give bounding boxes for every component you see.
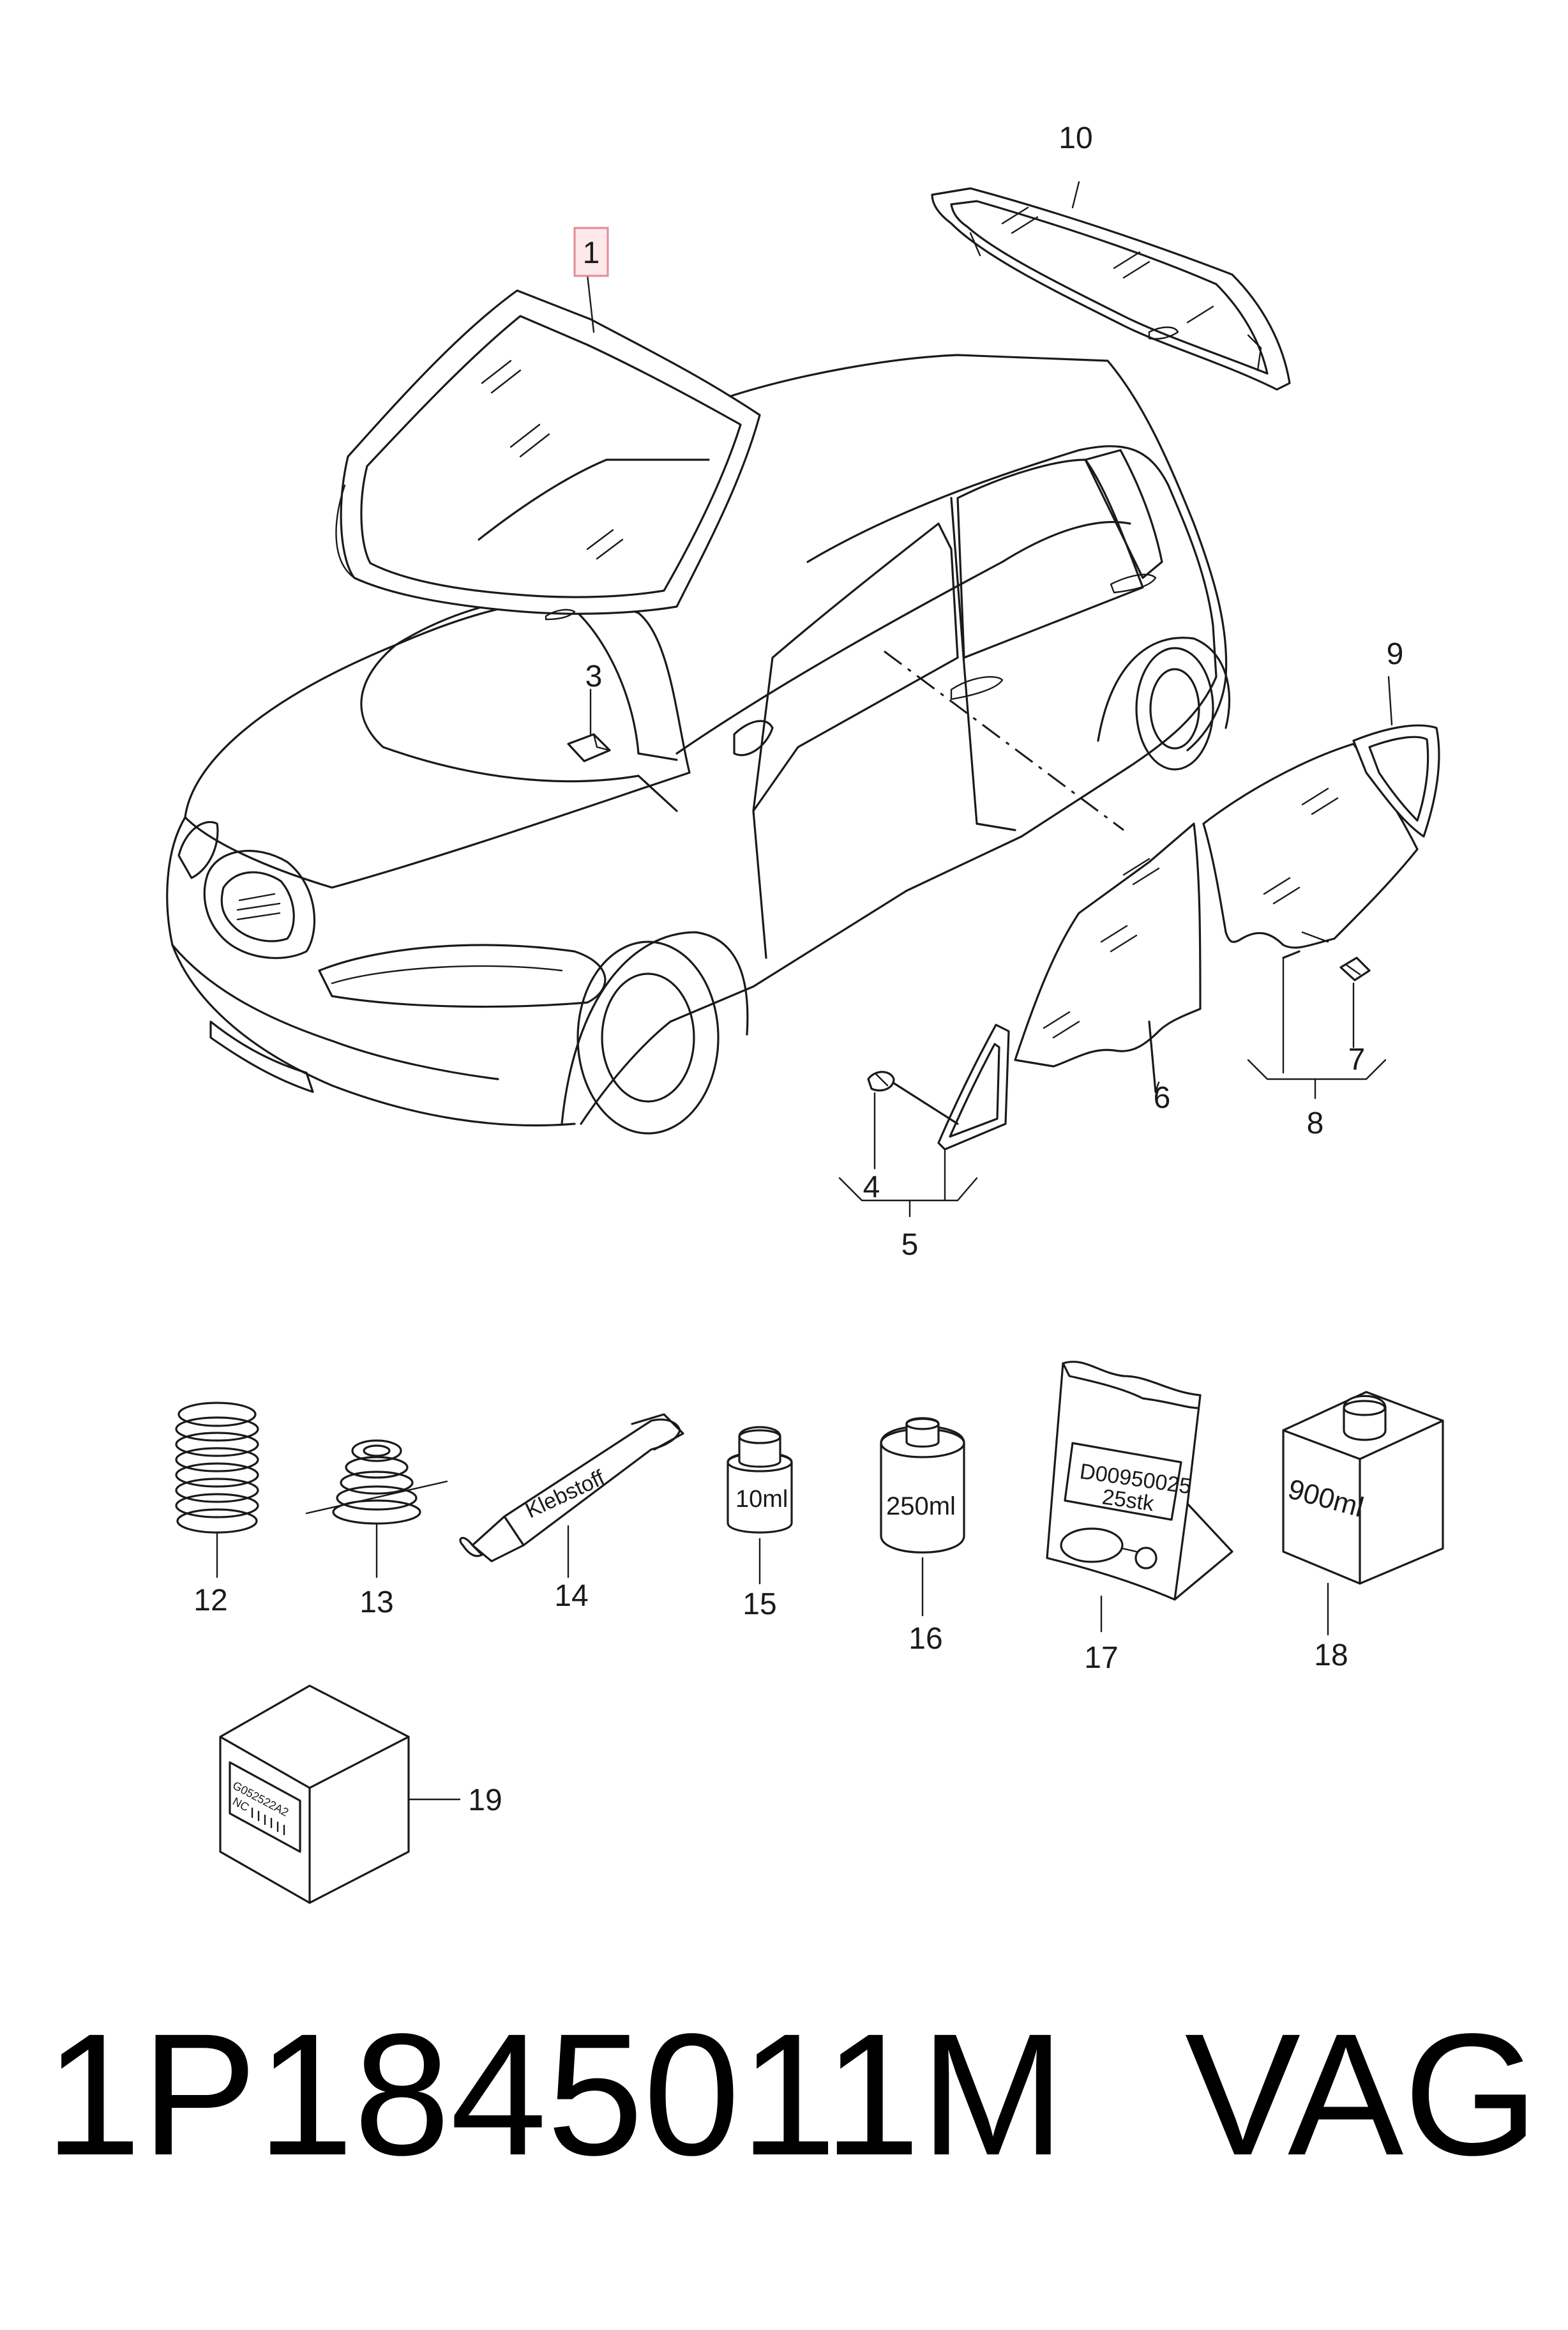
callout-labels: 1 3 4 5 6 7 8 9 10 12 13 14 15 16 17 18 … (193, 121, 1403, 1817)
can-label: 250ml (886, 1492, 956, 1520)
clip-part-4 (867, 1071, 895, 1092)
assembly-guide-line (884, 650, 1124, 831)
callout-15[interactable]: 15 (743, 1587, 776, 1621)
brand-name: VAG (1184, 1997, 1539, 2191)
front-door-glass-part-6 (1014, 822, 1202, 1093)
callout-3[interactable]: 3 (585, 660, 603, 693)
wire-coil-part-12 (175, 1402, 259, 1578)
quarter-glass-part-9 (1352, 724, 1440, 838)
callout-1[interactable]: 1 (583, 236, 600, 270)
small-bottle-label: 10ml (735, 1486, 788, 1513)
clip-part-7 (1339, 957, 1371, 981)
callout-19[interactable]: 19 (468, 1783, 502, 1817)
callout-1-highlight[interactable] (573, 227, 609, 277)
callout-7[interactable]: 7 (1348, 1043, 1366, 1077)
callout-17[interactable]: 17 (1084, 1641, 1118, 1675)
wire-holder-part-13 (305, 1439, 448, 1578)
callout-18[interactable]: 18 (1314, 1638, 1348, 1672)
callout-8[interactable]: 8 (1307, 1107, 1324, 1140)
callout-4[interactable]: 4 (863, 1170, 880, 1204)
glass-kit-box-part-19: G052522A2 NC (219, 1684, 461, 1904)
callout-9[interactable]: 9 (1387, 637, 1404, 671)
callout-5[interactable]: 5 (901, 1228, 919, 1262)
callout-10[interactable]: 10 (1059, 121, 1092, 155)
car-body-illustration (166, 354, 1231, 1135)
rear-window-part-10 (931, 187, 1291, 391)
parts-bag-part-17: D00950025 25stk (1046, 1361, 1233, 1633)
callout-13[interactable]: 13 (359, 1585, 393, 1619)
mirror-mount-part-3 (567, 733, 611, 762)
adhesive-tube-part-14: Klebstoff (459, 1413, 684, 1578)
part-number-caption: 1P1845011M VAG (45, 1999, 1539, 2190)
windshield-part-1 (335, 289, 761, 621)
callout-12[interactable]: 12 (193, 1584, 227, 1617)
front-vent-glass-part-5 (886, 1024, 1010, 1151)
cleaner-jug-part-18: 900ml (1282, 1391, 1444, 1636)
callout-6[interactable]: 6 (1154, 1081, 1171, 1115)
rear-door-glass-part-8 (1202, 743, 1419, 959)
callout-14[interactable]: 14 (554, 1579, 588, 1613)
part-number: 1P1845011M (45, 1997, 1065, 2191)
activator-can-part-16: 250ml (880, 1417, 965, 1617)
primer-bottle-part-15: 10ml (727, 1426, 793, 1585)
callout-16[interactable]: 16 (908, 1622, 942, 1656)
leader-lines (586, 181, 1393, 1218)
